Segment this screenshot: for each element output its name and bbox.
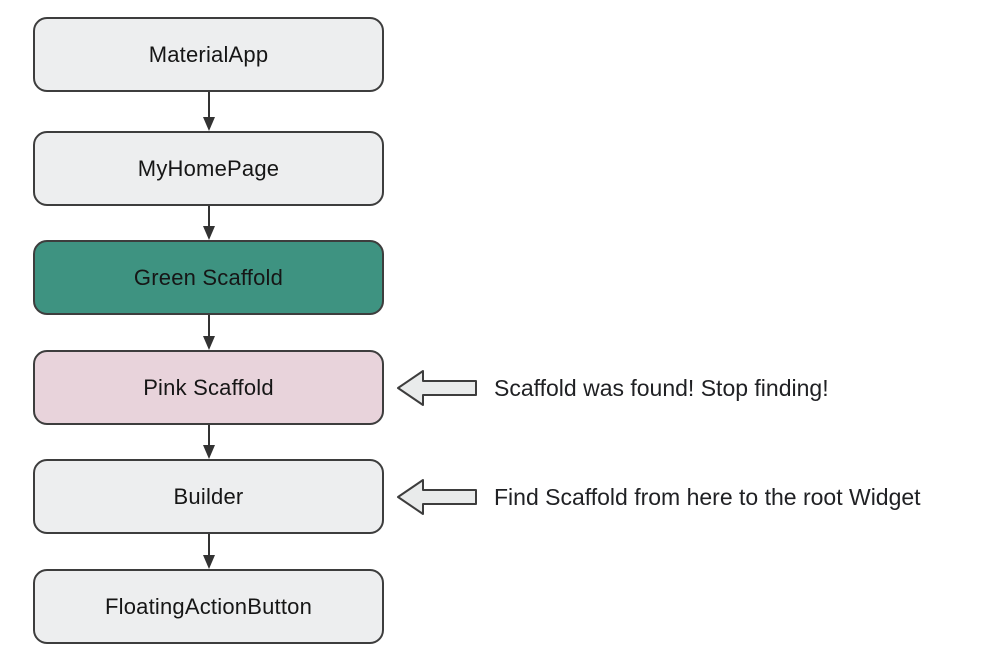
connector-arrow-icon [203,92,215,131]
node-myhomepage: MyHomePage [33,131,384,206]
left-block-arrow-icon [397,479,477,515]
left-block-arrow-icon [397,370,477,406]
node-green-scaffold: Green Scaffold [33,240,384,315]
annotation-scaffold-found: Scaffold was found! Stop finding! [396,367,829,409]
node-materialapp: MaterialApp [33,17,384,92]
annotation-text: Find Scaffold from here to the root Widg… [494,483,921,510]
connector-arrow-icon [203,206,215,240]
annotation-find-scaffold: Find Scaffold from here to the root Widg… [396,476,921,518]
connector-arrow-icon [203,534,215,569]
annotation-text: Scaffold was found! Stop finding! [494,374,829,401]
node-floatingactionbutton: FloatingActionButton [33,569,384,644]
node-builder: Builder [33,459,384,534]
node-pink-scaffold: Pink Scaffold [33,350,384,425]
connector-arrow-icon [203,315,215,350]
connector-arrow-icon [203,425,215,459]
